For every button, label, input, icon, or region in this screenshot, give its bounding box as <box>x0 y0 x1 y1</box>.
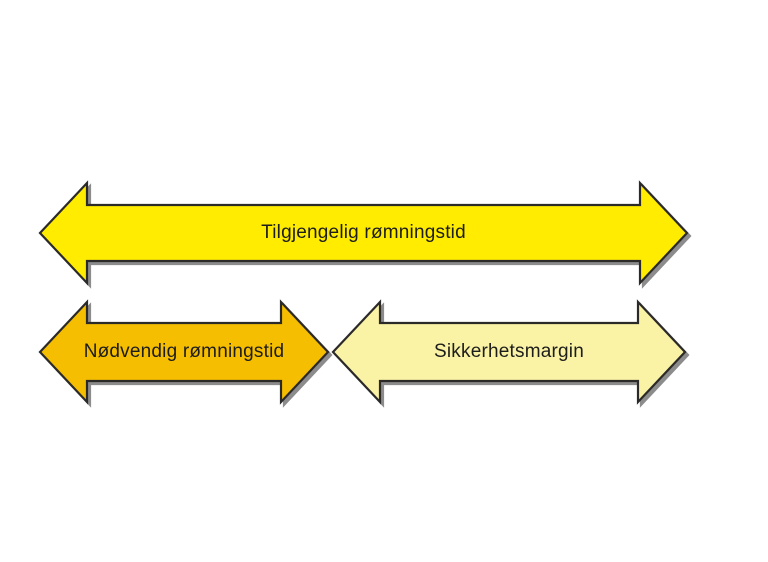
safety-margin-arrow <box>331 299 687 405</box>
available-time-arrow <box>38 180 689 286</box>
required-time-label: Nødvendig rømningstid <box>83 341 285 362</box>
available-time-label: Tilgjengelig rømningstid <box>261 222 466 243</box>
required-time-arrow <box>38 299 330 405</box>
safety-margin-label: Sikkerhetsmargin <box>434 341 584 362</box>
